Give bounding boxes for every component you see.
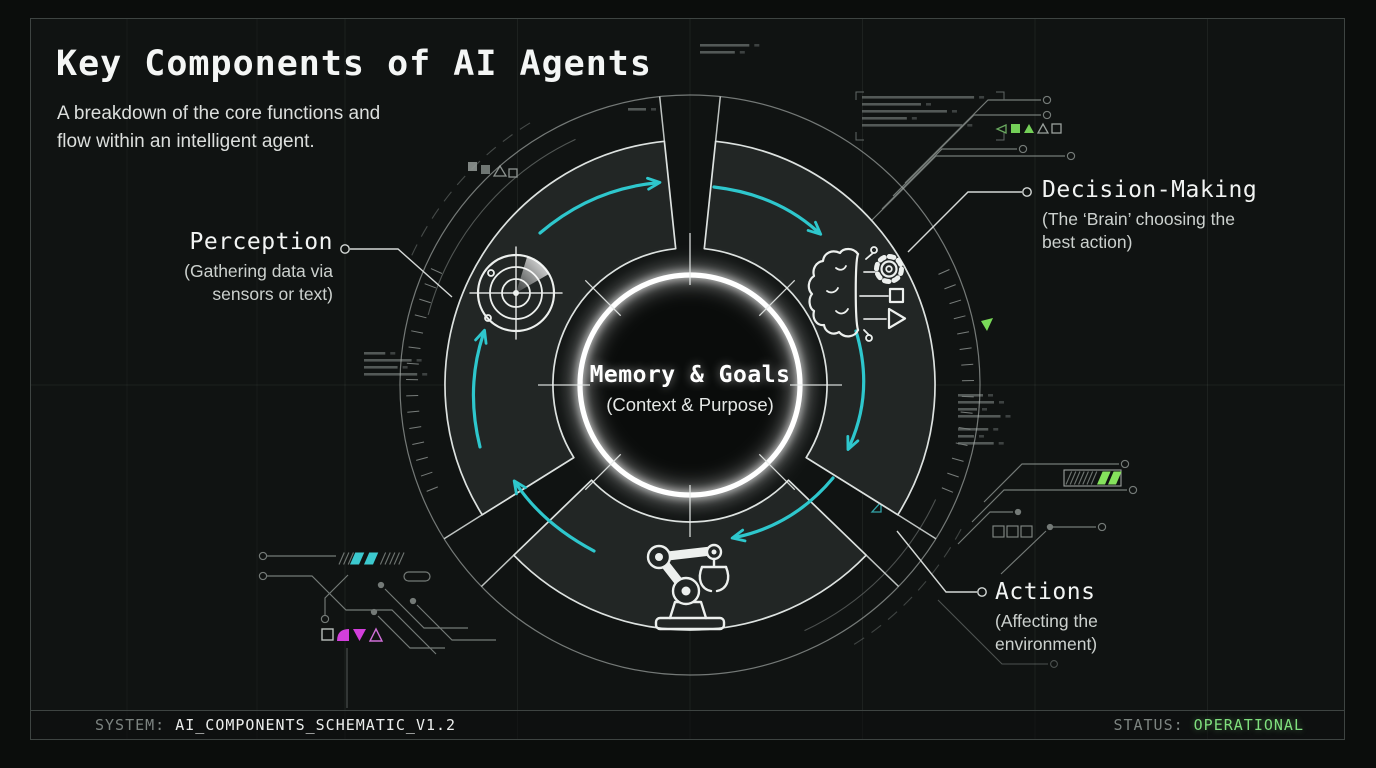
callout-decision-desc-line2: best action) — [1042, 232, 1133, 252]
decorative-arcs — [411, 118, 962, 646]
callout-actions-desc: (Affecting the environment) — [995, 610, 1098, 656]
cyan-marker-triangle — [870, 500, 882, 513]
callout-decision-desc: (The ‘Brain’ choosing the best action) — [1042, 208, 1257, 254]
center-subtitle: (Context & Purpose) — [606, 394, 774, 415]
center-core-fill — [584, 279, 796, 491]
circuit-traces-top-right — [855, 91, 1076, 222]
status-bar: SYSTEM: AI_COMPONENTS_SCHEMATIC_V1.2 STAT… — [31, 710, 1344, 739]
callout-decision-label: Decision-Making — [1042, 177, 1258, 203]
flow-arrow-1 — [538, 176, 662, 235]
flow-arrow-5 — [512, 479, 596, 553]
status-shape-row-magenta — [321, 627, 384, 642]
outer-ring — [399, 94, 981, 676]
page-title: Key Components of AI Agents — [56, 44, 652, 84]
system-label: SYSTEM: — [95, 716, 166, 734]
callout-perception-label: Perception — [189, 229, 333, 255]
callout-perception: Perception (Gathering data via sensors o… — [184, 229, 333, 306]
callout-actions: Actions (Affecting the environment) — [995, 579, 1098, 656]
perception-leader — [350, 248, 453, 298]
robot-arm-icon — [646, 543, 730, 631]
flow-arrow-2 — [712, 185, 823, 236]
flow-arrow-4 — [730, 476, 835, 543]
segment-decision — [703, 140, 936, 516]
page-subtitle-line1: A breakdown of the core functions and — [57, 103, 381, 124]
callout-actions-label: Actions — [995, 579, 1096, 605]
status-label: STATUS: — [1113, 716, 1184, 734]
center-title: Memory & Goals — [589, 362, 791, 388]
callout-perception-desc-line1: (Gathering data via — [184, 261, 333, 281]
callout-actions-desc-line1: (Affecting the — [995, 611, 1098, 631]
segment-perception — [444, 140, 677, 516]
status-shape-row-green — [995, 122, 1062, 135]
circuit-trace-bottom-right — [937, 599, 1058, 668]
radar-icon — [469, 246, 563, 340]
callout-perception-desc-line2: sensors or text) — [212, 284, 333, 304]
hatched-indicator-bars — [338, 469, 1122, 565]
data-readout-decor — [364, 44, 1011, 445]
system-value: AI_COMPONENTS_SCHEMATIC_V1.2 — [175, 716, 457, 734]
callout-actions-desc-line2: environment) — [995, 634, 1098, 654]
status-readout: STATUS: OPERATIONAL — [1113, 716, 1304, 734]
decision-node — [1022, 187, 1032, 197]
decision-leader — [907, 191, 1022, 253]
callout-perception-desc: (Gathering data via sensors or text) — [184, 260, 333, 306]
flow-arrow-6 — [471, 328, 488, 449]
circuit-traces-right — [957, 459, 1138, 575]
divider-channels — [443, 96, 937, 588]
green-marker-triangle — [981, 318, 993, 331]
actions-leader — [896, 530, 977, 593]
flow-arrow-3 — [846, 329, 866, 451]
crosshair-ticks — [538, 233, 842, 537]
page-subtitle: A breakdown of the core functions and fl… — [57, 100, 380, 156]
brain-circuit-icon — [807, 246, 907, 342]
page-subtitle-line2: flow within an intelligent agent. — [57, 131, 315, 152]
perception-node — [340, 244, 350, 254]
callout-decision: Decision-Making (The ‘Brain’ choosing th… — [1042, 177, 1257, 254]
flow-arrows — [471, 176, 866, 553]
system-readout: SYSTEM: AI_COMPONENTS_SCHEMATIC_V1.2 — [95, 716, 456, 734]
status-shape-row-gray — [468, 162, 518, 178]
circuit-traces-bottom-left — [258, 551, 496, 708]
status-value: OPERATIONAL — [1193, 716, 1304, 734]
center-label: Memory & Goals (Context & Purpose) — [530, 362, 850, 416]
callout-leaders — [340, 187, 1032, 597]
callout-decision-desc-line1: (The ‘Brain’ choosing the — [1042, 209, 1235, 229]
actions-node — [977, 587, 987, 597]
